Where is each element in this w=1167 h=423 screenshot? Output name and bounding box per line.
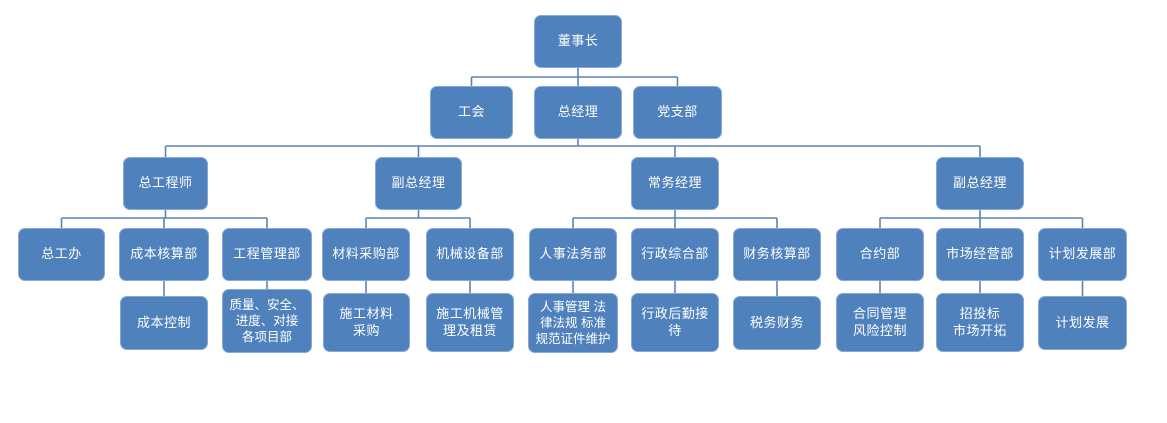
node-tax-finance: 税务财务 xyxy=(733,296,821,350)
node-market-operation-dept: 市场经营部 xyxy=(936,228,1024,281)
node-hr-legal-dept: 人事法务部 xyxy=(529,228,617,281)
node-planning-development-function: 计划发展 xyxy=(1038,296,1127,350)
node-chief-engineer-office: 总工办 xyxy=(18,228,105,281)
node-deputy-gm-2: 副总经理 xyxy=(936,157,1024,210)
node-labor-union: 工会 xyxy=(430,86,513,139)
node-material-purchasing-dept: 材料采购部 xyxy=(322,228,410,281)
node-construction-material-purchasing: 施工材料 采购 xyxy=(323,293,410,352)
node-general-manager: 总经理 xyxy=(534,86,622,139)
node-finance-accounting-dept: 财务核算部 xyxy=(733,228,821,281)
node-engineering-mgmt-dept: 工程管理部 xyxy=(222,228,312,281)
node-cost-control: 成本控制 xyxy=(120,296,208,350)
node-machinery-equipment-dept: 机械设备部 xyxy=(426,228,514,281)
node-chairman: 董事长 xyxy=(534,15,622,68)
connector-gm-children xyxy=(164,139,981,157)
node-deputy-gm-1: 副总经理 xyxy=(375,157,462,210)
connector-chief-engineer-children xyxy=(60,210,268,228)
connector-chairman-children xyxy=(470,68,679,86)
node-bidding-market-expansion: 招投标 市场开拓 xyxy=(936,293,1024,352)
node-admin-logistics-reception: 行政后勤接 待 xyxy=(631,293,719,352)
node-contract-dept: 合约部 xyxy=(836,228,924,281)
node-hr-legal-functions: 人事管理 法 律法规 标准 规范证件维护 xyxy=(528,293,618,353)
node-contract-mgmt-risk-control: 合同管理 风险控制 xyxy=(836,293,924,352)
node-party-branch: 党支部 xyxy=(633,86,722,139)
node-cost-accounting-dept: 成本核算部 xyxy=(119,228,209,281)
node-executive-manager: 常务经理 xyxy=(631,157,719,210)
connector-executive-manager-children xyxy=(572,210,778,228)
connector-deputy-gm-2-children xyxy=(879,210,1084,228)
node-chief-engineer: 总工程师 xyxy=(123,157,208,210)
node-planning-development-dept: 计划发展部 xyxy=(1038,228,1127,281)
connector-deputy-gm-1-children xyxy=(365,210,471,228)
node-quality-safety-progress: 质量、安全、 进度、对接 各项目部 xyxy=(222,289,312,353)
node-construction-machinery-mgmt: 施工机械管 理及租赁 xyxy=(426,293,514,352)
node-admin-general-dept: 行政综合部 xyxy=(631,228,719,281)
